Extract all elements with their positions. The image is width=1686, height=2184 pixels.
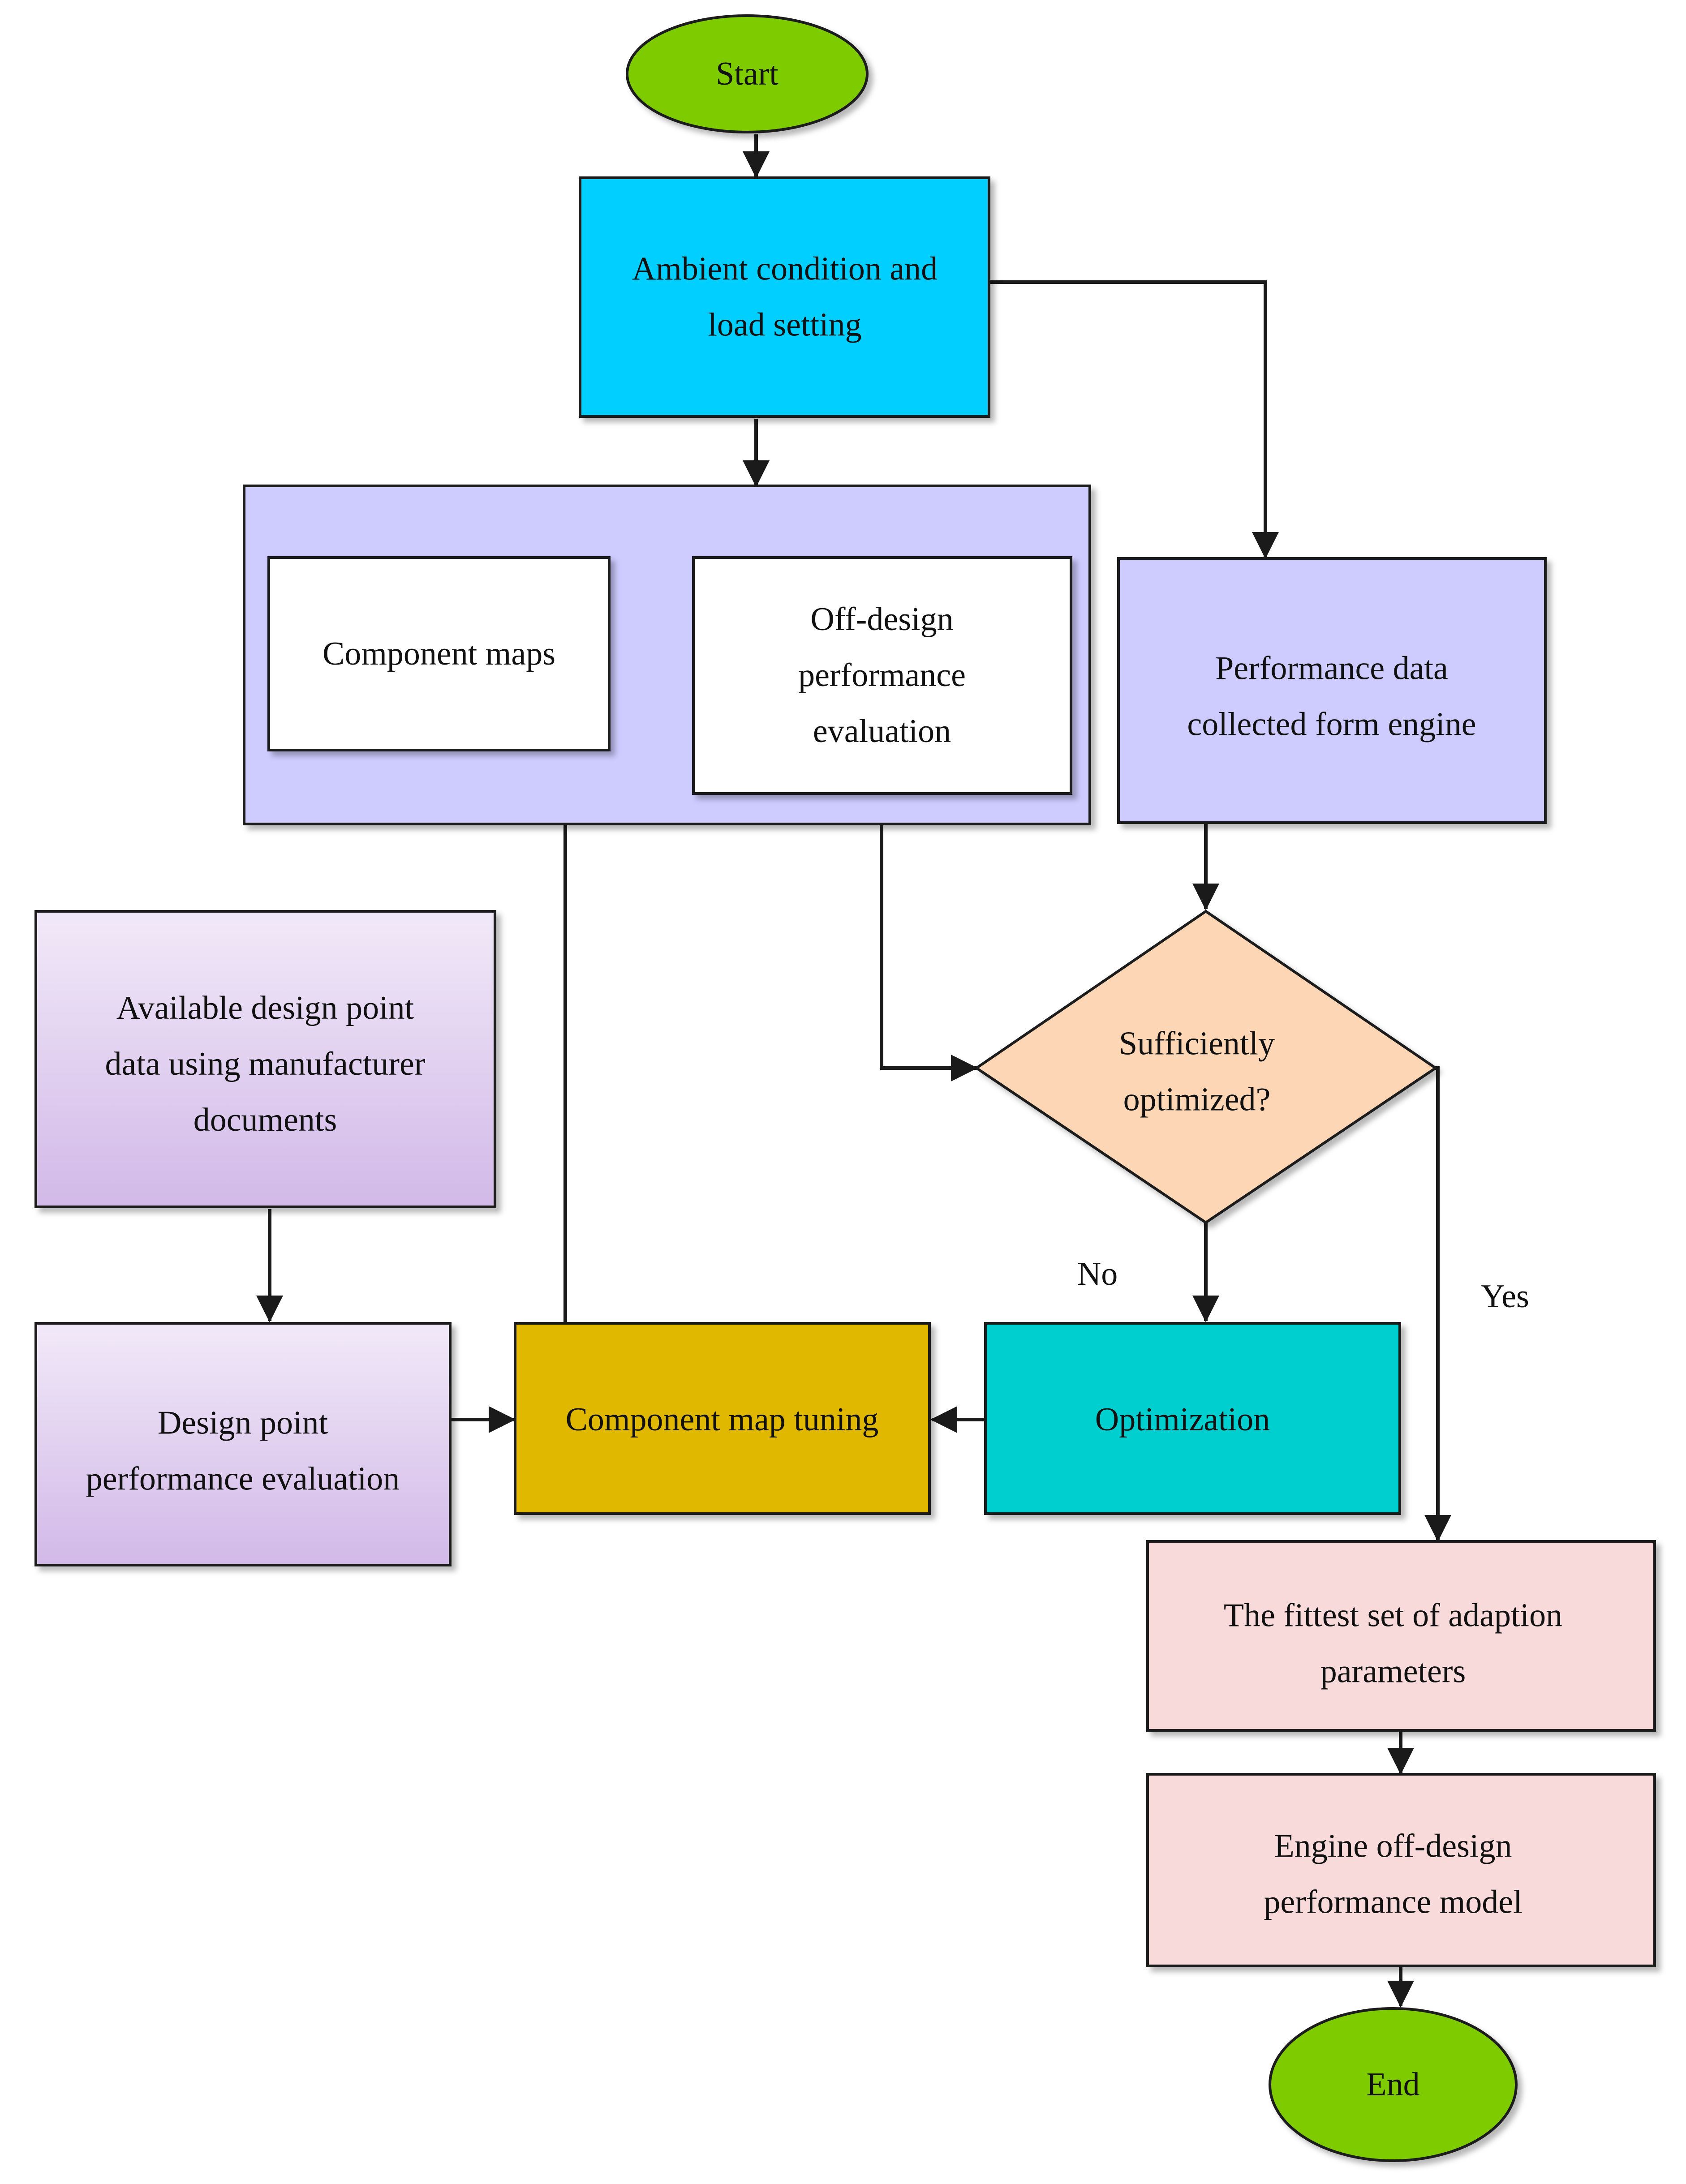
available-design-data-box bbox=[34, 910, 496, 1208]
component-map-tuning-label: Component map tuning bbox=[566, 1401, 879, 1438]
design-point-label-line: Design point bbox=[158, 1405, 328, 1442]
performance-data-label-line: Performance data bbox=[1215, 650, 1448, 687]
ambient-label-line: load setting bbox=[708, 307, 861, 343]
fittest-parameters-box bbox=[1146, 1540, 1656, 1732]
engine-model-box bbox=[1146, 1773, 1656, 1967]
engine-model-label-line: performance model bbox=[1264, 1884, 1522, 1921]
end-label: End bbox=[1366, 2066, 1419, 2103]
tuning-label-line: Component map tuning bbox=[566, 1401, 879, 1438]
available-design-label-line: documents bbox=[194, 1102, 337, 1138]
start-label: Start bbox=[716, 56, 778, 92]
decision-label-line: Sufficiently bbox=[1119, 1025, 1275, 1062]
sufficiently-optimized-decision bbox=[974, 910, 1438, 1224]
design-point-evaluation-box bbox=[34, 1322, 452, 1566]
ambient-condition-label: Ambient condition and load setting bbox=[632, 251, 938, 343]
end-terminal bbox=[1269, 2007, 1518, 2162]
performance-data-label-line: collected form engine bbox=[1187, 706, 1476, 743]
engine-model-label-line: Engine off-design bbox=[1274, 1828, 1512, 1865]
fittest-label-line: parameters bbox=[1320, 1653, 1466, 1690]
optimization-label-line: Optimization bbox=[1095, 1401, 1270, 1438]
available-design-label-line: data using manufacturer bbox=[105, 1046, 425, 1082]
fittest-parameters-label: The fittest set of adaption parameters bbox=[1224, 1597, 1562, 1690]
decision-label-line: optimized? bbox=[1123, 1081, 1271, 1118]
off-design-label-line: performance bbox=[798, 657, 966, 694]
edge-label-no: No bbox=[1077, 1256, 1118, 1292]
start-label-line: Start bbox=[716, 56, 778, 92]
edge-decision-yes-to-fittest bbox=[1424, 1066, 1451, 1542]
off-design-label-line: Off-design bbox=[810, 601, 953, 638]
fittest-label-line: The fittest set of adaption bbox=[1224, 1597, 1562, 1634]
edge-off-design-to-decision bbox=[880, 824, 978, 1081]
off-design-label: Off-design performance evaluation bbox=[798, 601, 966, 750]
edge-labels: No Yes bbox=[1077, 1256, 1529, 1315]
available-design-label-line: Available design point bbox=[116, 990, 414, 1026]
design-point-label-line: performance evaluation bbox=[86, 1461, 400, 1497]
start-terminal bbox=[626, 14, 869, 133]
component-maps-label: Component maps bbox=[323, 635, 555, 672]
engine-model-label: Engine off-design performance model bbox=[1264, 1828, 1522, 1921]
end-label-line: End bbox=[1366, 2066, 1419, 2103]
edge-label-yes: Yes bbox=[1481, 1278, 1529, 1315]
sufficiently-optimized-label: Sufficiently optimized? bbox=[1119, 1025, 1275, 1118]
optimization-label: Optimization bbox=[1095, 1401, 1270, 1438]
off-design-box bbox=[692, 556, 1072, 795]
component-maps-label-line: Component maps bbox=[323, 635, 555, 672]
component-map-tuning-box bbox=[514, 1322, 931, 1515]
performance-data-label: Performance data collected form engine bbox=[1187, 650, 1476, 743]
off-design-label-line: evaluation bbox=[813, 713, 951, 750]
ambient-condition-box bbox=[579, 176, 990, 418]
design-point-evaluation-label: Design point performance evaluation bbox=[86, 1405, 400, 1497]
edge-ambient-to-performance-data bbox=[990, 280, 1279, 559]
component-maps-box bbox=[267, 556, 611, 751]
available-design-data-label: Available design point data using manufac… bbox=[105, 990, 425, 1138]
optimization-box bbox=[984, 1322, 1401, 1515]
ambient-label-line: Ambient condition and bbox=[632, 251, 938, 287]
edges bbox=[256, 134, 1451, 2008]
performance-data-box bbox=[1117, 557, 1547, 824]
